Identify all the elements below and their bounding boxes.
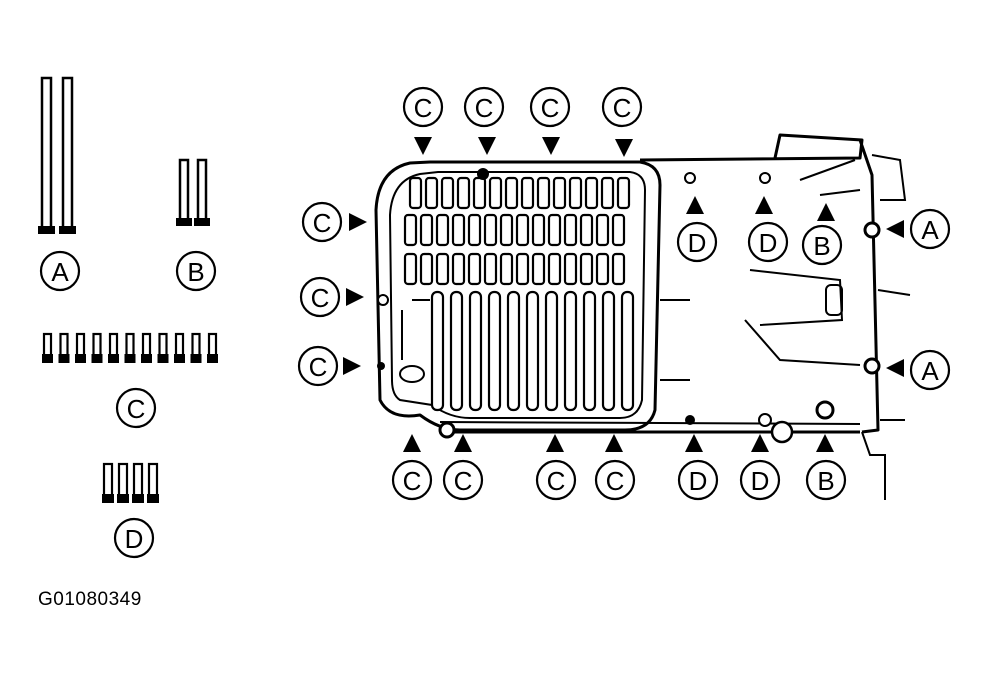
callout-arrow [751, 434, 769, 452]
callout-label: C [311, 283, 330, 313]
callout-d: D [677, 434, 719, 501]
callout-label: D [689, 466, 708, 496]
bolt-a-illustration [38, 76, 76, 234]
callout-arrow [755, 196, 773, 214]
legend-label-a: A [51, 257, 69, 287]
callout-circle [463, 86, 505, 128]
callout-label: D [751, 466, 770, 496]
callout-circle [402, 86, 444, 128]
bolt-d-illustration [102, 462, 159, 503]
callout-label: C [613, 93, 632, 123]
callout-arrow [403, 434, 421, 452]
callout-arrow [414, 137, 432, 155]
callout-arrow [886, 220, 904, 238]
callout-circle [529, 86, 571, 128]
callout-c: C [442, 434, 484, 501]
callout-circle [909, 349, 951, 391]
callouts: C C C C C C C D D B A A C C C C D D B [297, 86, 951, 501]
callout-arrow [685, 434, 703, 452]
legend-label-c: C [127, 394, 146, 424]
callout-arrow [454, 434, 472, 452]
callout-label: C [414, 93, 433, 123]
callout-label: C [454, 466, 473, 496]
callout-c: C [529, 86, 571, 155]
legend-label-b: B [187, 257, 204, 287]
callout-arrow [546, 434, 564, 452]
callout-label: C [541, 93, 560, 123]
figure-reference-code: G01080349 [38, 589, 142, 610]
callout-circle [442, 459, 484, 501]
callout-a: A [886, 208, 951, 250]
callout-label: B [817, 466, 834, 496]
callout-d: D [676, 196, 718, 263]
callout-circle [909, 208, 951, 250]
bolt-c-illustration [42, 332, 218, 363]
callout-arrow [816, 434, 834, 452]
callout-c: C [391, 434, 433, 501]
callout-c: C [301, 201, 367, 243]
legend-label-d: D [125, 524, 144, 554]
callout-c: C [297, 345, 361, 387]
callout-arrow [615, 139, 633, 157]
callout-c: C [601, 86, 643, 157]
callout-b: B [805, 434, 847, 501]
callout-arrow [542, 137, 560, 155]
callout-a: A [886, 349, 951, 391]
callout-d: D [739, 434, 781, 501]
legend-callout-d: D [113, 517, 155, 559]
callout-circle [801, 224, 843, 266]
legend-callout-c: C [115, 387, 157, 429]
legend-callout-a: A [39, 250, 81, 292]
callout-circle [676, 221, 718, 263]
callout-circle [301, 201, 343, 243]
callout-label: C [475, 93, 494, 123]
callout-arrow [605, 434, 623, 452]
callout-circle [747, 221, 789, 263]
callout-label: C [309, 352, 328, 382]
callout-label: D [759, 228, 778, 258]
oil-pan-illustration [374, 133, 911, 500]
bolt-holes [377, 168, 881, 444]
callout-label: D [688, 228, 707, 258]
callout-c: C [299, 276, 364, 318]
callout-arrow [478, 137, 496, 155]
callout-arrow [346, 288, 364, 306]
callout-label: A [921, 356, 939, 386]
legend-callout-b: B [175, 250, 217, 292]
callout-circle [297, 345, 339, 387]
callout-arrow [886, 359, 904, 377]
callout-b: B [801, 203, 843, 266]
callout-arrow [686, 196, 704, 214]
callout-circle [805, 459, 847, 501]
callout-label: B [813, 231, 830, 261]
callout-arrow [343, 357, 361, 375]
callout-label: C [606, 466, 625, 496]
callout-c: C [463, 86, 505, 155]
callout-c: C [594, 434, 636, 501]
callout-label: C [403, 466, 422, 496]
callout-label: C [547, 466, 566, 496]
callout-circle [677, 459, 719, 501]
callout-arrow [349, 213, 367, 231]
callout-d: D [747, 196, 789, 263]
callout-circle [391, 459, 433, 501]
callout-arrow [817, 203, 835, 221]
bolt-b-illustration [176, 158, 210, 226]
callout-circle [601, 86, 643, 128]
callout-circle [299, 276, 341, 318]
callout-circle [594, 459, 636, 501]
callout-circle [739, 459, 781, 501]
callout-c: C [402, 86, 444, 155]
callout-c: C [535, 434, 577, 501]
callout-circle [535, 459, 577, 501]
callout-label: C [313, 208, 332, 238]
callout-label: A [921, 215, 939, 245]
